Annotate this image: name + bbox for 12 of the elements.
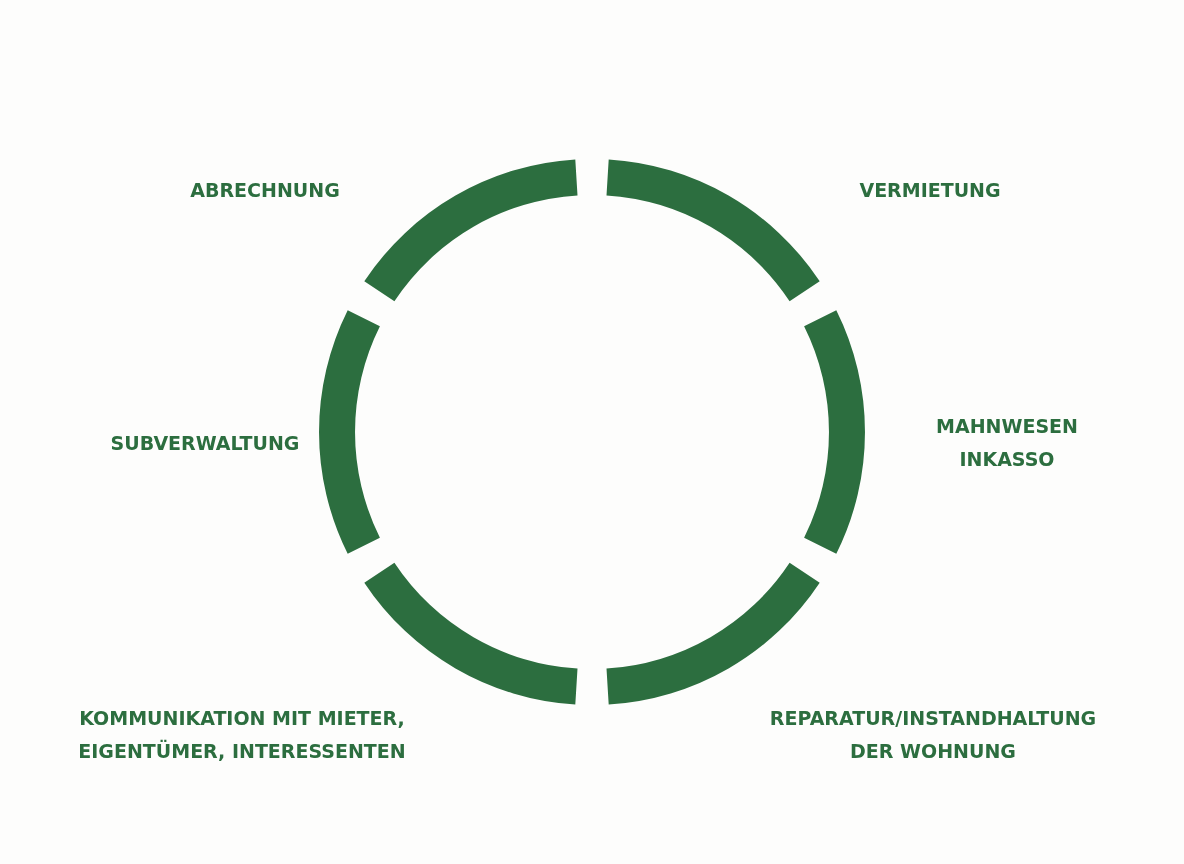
- segment-label: SUBVERWALTUNG: [109, 430, 301, 456]
- segment-label: VERMIETUNG: [858, 177, 1002, 203]
- segment-label: ABRECHNUNG: [189, 177, 341, 203]
- segment-label: MAHNWESEN INKASSO: [935, 414, 1079, 472]
- ring-segment: [804, 310, 865, 554]
- ring-segment: [606, 562, 820, 705]
- segment-label: REPARATUR/INSTANDHALTUNG DER WOHNUNG: [768, 706, 1098, 764]
- ring-segment: [606, 159, 820, 302]
- ring-segment: [319, 310, 380, 554]
- segment-label: KOMMUNIKATION MIT MIETER, EIGENTÜMER, INTERESSENTEN: [77, 706, 407, 764]
- ring-segment: [364, 562, 578, 705]
- ring-segment: [364, 159, 578, 302]
